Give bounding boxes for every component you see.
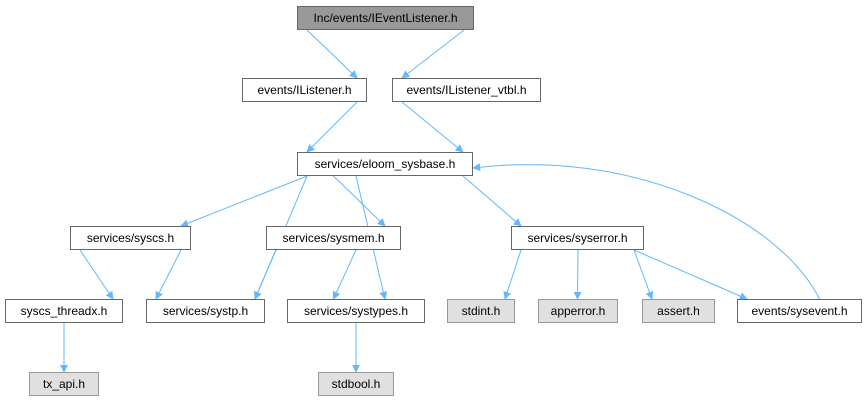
node-syscs-threadx[interactable]: syscs_threadx.h [5,299,123,323]
edge-syserror-to-apperror [573,249,582,300]
edge-syscs-to-syscs_threadx [79,249,114,300]
node-stdbool[interactable]: stdbool.h [318,372,394,396]
edge-syserror-to-sysevent [633,249,748,300]
node-syscs[interactable]: services/syscs.h [70,226,191,250]
node-systp[interactable]: services/systp.h [146,299,265,323]
node-sysbase[interactable]: services/eloom_sysbase.h [297,152,473,176]
edge-ilistener-to-sysbase [306,101,358,153]
edge-sysevent-to-sysbase [472,163,820,300]
node-sysmem[interactable]: services/sysmem.h [266,226,401,250]
edge-sysmem-to-systypes [332,249,357,300]
node-systypes[interactable]: services/systypes.h [287,299,425,323]
node-apperror[interactable]: apperror.h [538,299,618,323]
edge-syserror-to-stdint [503,249,522,300]
node-syserror[interactable]: services/syserror.h [511,226,644,250]
edge-syscs-to-systp [155,249,182,300]
node-ilistener-vtbl[interactable]: events/IListener_vtbl.h [392,78,541,102]
node-ilistener[interactable]: events/IListener.h [242,78,367,102]
node-stdint[interactable]: stdint.h [447,299,515,323]
node-sysevent[interactable]: events/sysevent.h [737,299,862,323]
edge-sysbase-to-sysmem [333,175,386,227]
edge-sysbase-to-syserror [462,175,522,227]
edge-ilistener_vtbl-to-sysbase [401,101,464,153]
edge-sysmem-to-systp [254,249,277,300]
node-root[interactable]: Inc/events/IEventListener.h [297,6,474,30]
node-tx-api[interactable]: tx_api.h [29,372,99,396]
node-assert[interactable]: assert.h [642,299,715,323]
edge-sysbase-to-syscs [180,175,308,228]
edge-syserror-to-assert [633,249,654,300]
edge-root-to-ilistener_vtbl [401,29,465,79]
edge-root-to-ilistener [306,29,358,79]
